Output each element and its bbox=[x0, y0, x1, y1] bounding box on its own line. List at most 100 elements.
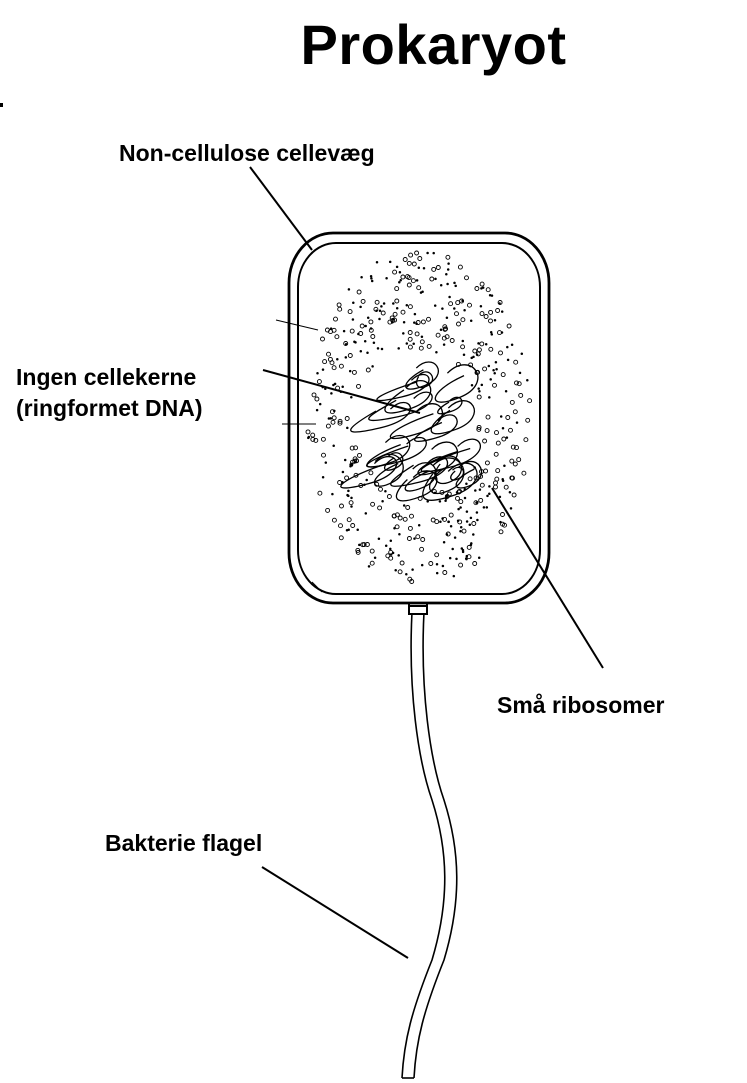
ribosome-dot bbox=[491, 295, 493, 297]
ribosome-dot bbox=[331, 393, 333, 395]
ribosome-dot bbox=[348, 289, 350, 291]
ribosome-dot bbox=[521, 353, 523, 355]
ribosome-dot bbox=[478, 343, 480, 345]
ribosome-dot bbox=[509, 491, 511, 493]
ribosome-dot bbox=[349, 370, 351, 372]
ribosome-dot bbox=[413, 343, 415, 345]
ribosome-dot bbox=[499, 496, 501, 498]
edge-mark bbox=[0, 103, 3, 107]
ribosome-dot bbox=[421, 336, 423, 338]
ribosome-dot bbox=[365, 325, 367, 327]
ribosome-dot bbox=[414, 322, 416, 324]
ribosome-dot bbox=[505, 391, 507, 393]
ribosome-dot bbox=[370, 328, 372, 330]
ribosome-dot bbox=[462, 551, 464, 553]
ribosome-dot bbox=[421, 564, 423, 566]
flagellum bbox=[402, 612, 457, 1078]
ribosome-dot bbox=[371, 280, 373, 282]
ribosome-dot bbox=[406, 304, 408, 306]
ribosome-dot bbox=[481, 288, 483, 290]
ribosome-dot bbox=[348, 529, 350, 531]
ribosome-dot bbox=[502, 428, 504, 430]
ribosome-dot bbox=[502, 480, 504, 482]
ribosome-dot bbox=[333, 445, 335, 447]
ribosome-dot bbox=[372, 366, 374, 368]
ribosome-dot bbox=[422, 291, 424, 293]
ribosome-dot bbox=[378, 538, 380, 540]
ribosome-dot bbox=[386, 278, 388, 280]
ribosome-dot bbox=[393, 319, 395, 321]
ribosome-dot bbox=[399, 272, 401, 274]
label-flagellum: Bakterie flagel bbox=[105, 828, 262, 859]
ribosome-dot bbox=[377, 348, 379, 350]
ribosome-dot bbox=[480, 305, 482, 307]
ribosome-dot bbox=[416, 323, 418, 325]
ribosome-dot bbox=[366, 479, 368, 481]
ribosome-dot bbox=[398, 348, 400, 350]
ribosome-dot bbox=[351, 497, 353, 499]
ribosome-dot bbox=[414, 538, 416, 540]
ribosome-dot bbox=[453, 575, 455, 577]
ribosome-dot bbox=[501, 311, 503, 313]
ribosome-dot bbox=[371, 278, 373, 280]
ribosome-dot bbox=[379, 318, 381, 320]
ribosome-dot bbox=[364, 340, 366, 342]
ribosome-dot bbox=[478, 388, 480, 390]
ribosome-dot bbox=[376, 310, 378, 312]
ribosome-dot bbox=[390, 540, 392, 542]
ribosome-dot bbox=[447, 269, 449, 271]
ribosome-dot bbox=[436, 352, 438, 354]
ribosome-dot bbox=[471, 384, 473, 386]
ribosome-dot bbox=[342, 386, 344, 388]
ribosome-dot bbox=[511, 344, 513, 346]
ribosome-dot bbox=[465, 558, 467, 560]
ribosome-dot bbox=[381, 306, 383, 308]
ribosome-dot bbox=[486, 507, 488, 509]
ribosome-dot bbox=[460, 507, 462, 509]
ribosome-dot bbox=[385, 545, 387, 547]
ribosome-dot bbox=[389, 261, 391, 263]
ribosome-dot bbox=[344, 459, 346, 461]
ribosome-dot bbox=[440, 329, 442, 331]
ribosome-dot bbox=[367, 317, 369, 319]
ribosome-dot bbox=[479, 489, 481, 491]
ribosome-dot bbox=[440, 521, 442, 523]
ribosome-dot bbox=[470, 320, 472, 322]
ribosome-dot bbox=[494, 320, 496, 322]
ribosome-dot bbox=[434, 305, 436, 307]
ribosome-dot bbox=[359, 544, 361, 546]
ribosome-dot bbox=[347, 494, 349, 496]
ribosome-dot bbox=[322, 369, 324, 371]
ribosome-dot bbox=[449, 296, 451, 298]
ribosome-dot bbox=[490, 332, 492, 334]
ribosome-dot bbox=[490, 379, 492, 381]
ribosome-dot bbox=[440, 285, 442, 287]
ribosome-dot bbox=[390, 548, 392, 550]
ribosome-dot bbox=[489, 294, 491, 296]
ribosome-dot bbox=[308, 436, 310, 438]
ribosome-dot bbox=[448, 263, 450, 265]
ribosome-dot bbox=[361, 276, 363, 278]
label-nucleoid-line2: (ringformet DNA) bbox=[16, 393, 203, 424]
ribosome-dot bbox=[354, 341, 356, 343]
ribosome-dot bbox=[347, 427, 349, 429]
ribosome-dot bbox=[470, 517, 472, 519]
ribosome-dot bbox=[494, 372, 496, 374]
ribosome-dot bbox=[516, 422, 518, 424]
ribosome-dot bbox=[449, 557, 451, 559]
ribosome-dot bbox=[477, 519, 479, 521]
ribosome-dot bbox=[330, 418, 332, 420]
ribosome-dot bbox=[345, 357, 347, 359]
ribosome-dot bbox=[488, 365, 490, 367]
ribosome-dot bbox=[414, 313, 416, 315]
ribosome-dot bbox=[385, 490, 387, 492]
ribosome-dot bbox=[396, 307, 398, 309]
ribosome-dot bbox=[493, 370, 495, 372]
ribosome-dot bbox=[464, 309, 466, 311]
ribosome-dot bbox=[360, 350, 362, 352]
ribosome-dot bbox=[379, 310, 381, 312]
leader-flagellum bbox=[262, 867, 408, 958]
ribosome-dot bbox=[334, 383, 336, 385]
ribosome-dot bbox=[370, 276, 372, 278]
ribosome-dot bbox=[442, 565, 444, 567]
